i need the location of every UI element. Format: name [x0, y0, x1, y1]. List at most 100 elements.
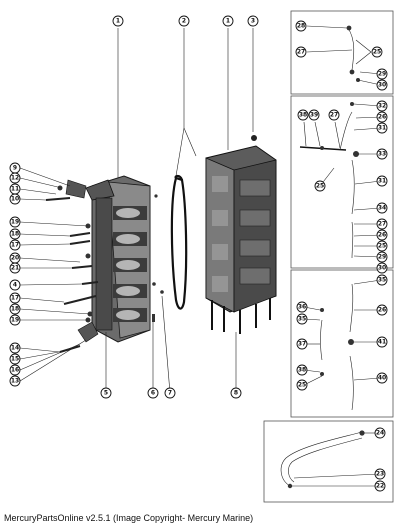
- svg-text:29: 29: [378, 254, 386, 261]
- callout-box3-5: 41: [376, 336, 388, 348]
- callout-top_1a: 1: [112, 15, 124, 27]
- callout-box2-4: 26: [376, 111, 388, 123]
- callout-box3-7: 25: [296, 379, 308, 391]
- callout-bottom_7: 7: [164, 387, 176, 399]
- svg-text:17: 17: [11, 242, 19, 249]
- callout-box3-6: 38: [296, 364, 308, 376]
- svg-text:11: 11: [11, 186, 19, 193]
- callout-box3-8: 40: [376, 372, 388, 384]
- svg-text:8: 8: [234, 390, 238, 397]
- callout-left-12: 19: [9, 314, 21, 326]
- svg-text:3: 3: [251, 18, 255, 25]
- svg-text:13: 13: [11, 378, 19, 385]
- callout-left-0: 9: [9, 162, 21, 174]
- callout-left-2: 11: [9, 183, 21, 195]
- svg-text:26: 26: [378, 114, 386, 121]
- callout-box2-13: 29: [376, 251, 388, 263]
- callout-left-7: 20: [9, 252, 21, 264]
- callout-box1-4: 30: [376, 79, 388, 91]
- callout-box1-2: 25: [371, 46, 383, 58]
- callout-left-1: 12: [9, 172, 21, 184]
- svg-text:22: 22: [376, 483, 384, 490]
- svg-text:18: 18: [11, 306, 19, 313]
- svg-text:6: 6: [151, 390, 155, 397]
- svg-text:35: 35: [378, 277, 386, 284]
- svg-text:39: 39: [310, 112, 318, 119]
- callout-box2-5: 31: [376, 122, 388, 134]
- callout-left-15: 16: [9, 364, 21, 376]
- svg-text:21: 21: [11, 265, 19, 272]
- callout-left-5: 18: [9, 228, 21, 240]
- inset-box-4: [263, 420, 394, 503]
- callout-box2-12: 25: [376, 240, 388, 252]
- inset-box-1: [290, 10, 394, 95]
- svg-text:15: 15: [11, 356, 19, 363]
- callout-top_2: 2: [178, 15, 190, 27]
- svg-text:24: 24: [376, 430, 384, 437]
- svg-text:19: 19: [11, 317, 19, 324]
- callout-left-13: 14: [9, 342, 21, 354]
- svg-text:16: 16: [11, 367, 19, 374]
- svg-text:32: 32: [378, 103, 386, 110]
- callout-box2-7: 25: [314, 180, 326, 192]
- svg-text:26: 26: [378, 307, 386, 314]
- svg-text:25: 25: [298, 382, 306, 389]
- callout-box2-2: 27: [328, 109, 340, 121]
- callout-box4-2: 22: [374, 480, 386, 492]
- svg-text:34: 34: [378, 205, 386, 212]
- svg-text:17: 17: [11, 295, 19, 302]
- svg-text:1: 1: [226, 18, 230, 25]
- callout-left-8: 21: [9, 262, 21, 274]
- svg-text:25: 25: [378, 243, 386, 250]
- svg-text:2: 2: [182, 18, 186, 25]
- svg-text:10: 10: [11, 196, 19, 203]
- svg-text:25: 25: [373, 49, 381, 56]
- callout-box3-1: 26: [376, 304, 388, 316]
- svg-text:31: 31: [378, 178, 386, 185]
- footer-copyright: MercuryPartsOnline v2.5.1 (Image Copyrig…: [4, 513, 254, 523]
- svg-text:30: 30: [378, 265, 386, 272]
- callout-box2-6: 33: [376, 148, 388, 160]
- callout-left-4: 19: [9, 216, 21, 228]
- callout-box2-9: 34: [376, 202, 388, 214]
- callout-box2-1: 39: [308, 109, 320, 121]
- callout-bottom_8: 8: [230, 387, 242, 399]
- svg-text:18: 18: [11, 231, 19, 238]
- callout-box1-3: 29: [376, 68, 388, 80]
- callout-left-3: 10: [9, 193, 21, 205]
- svg-text:23: 23: [376, 471, 384, 478]
- callout-box3-2: 36: [296, 301, 308, 313]
- callout-box4-1: 23: [374, 468, 386, 480]
- inset-box-2: [290, 95, 394, 269]
- callout-left-6: 17: [9, 239, 21, 251]
- svg-text:19: 19: [11, 219, 19, 226]
- svg-text:4: 4: [13, 282, 17, 289]
- svg-text:29: 29: [378, 71, 386, 78]
- callout-box2-8: 31: [376, 175, 388, 187]
- svg-text:36: 36: [298, 304, 306, 311]
- svg-text:38: 38: [298, 367, 306, 374]
- svg-text:40: 40: [378, 375, 386, 382]
- callout-box1-0: 28: [295, 20, 307, 32]
- callout-box3-4: 37: [296, 338, 308, 350]
- svg-text:35: 35: [298, 316, 306, 323]
- svg-text:1: 1: [116, 18, 120, 25]
- callout-box2-3: 32: [376, 100, 388, 112]
- inset-box-3: [290, 269, 394, 418]
- callout-left-9: 4: [9, 279, 21, 291]
- callout-box3-0: 35: [376, 274, 388, 286]
- gasket: [170, 174, 188, 310]
- callout-box2-0: 38: [297, 109, 309, 121]
- callout-top_1b: 1: [222, 15, 234, 27]
- svg-text:25: 25: [316, 183, 324, 190]
- svg-text:9: 9: [13, 165, 17, 172]
- svg-text:37: 37: [298, 341, 306, 348]
- callout-box3-3: 35: [296, 313, 308, 325]
- callout-box4-0: 24: [374, 427, 386, 439]
- svg-text:27: 27: [378, 221, 386, 228]
- svg-text:33: 33: [378, 151, 386, 158]
- callout-box2-14: 30: [376, 262, 388, 274]
- svg-text:7: 7: [168, 390, 172, 397]
- callout-left-10: 17: [9, 292, 21, 304]
